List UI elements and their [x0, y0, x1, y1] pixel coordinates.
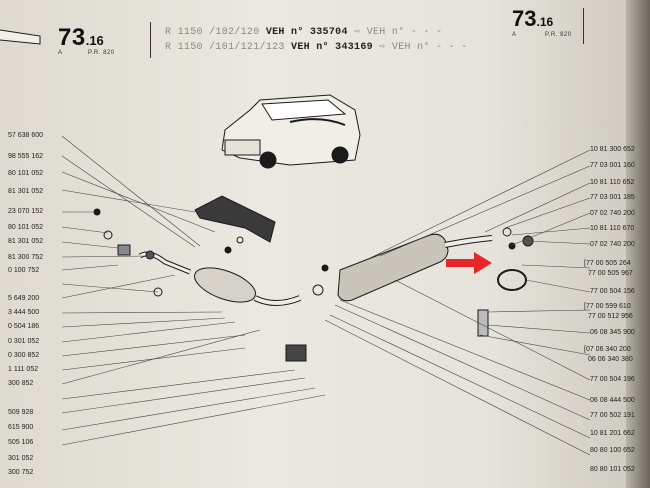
model-1: R 1150 /102/120 — [165, 27, 260, 38]
veh-label-2: VEH n° — [291, 42, 329, 53]
left-part-0: 57 638 600 — [8, 132, 44, 139]
model-2: R 1150 /101/121/123 — [165, 42, 285, 53]
left-part-9: 5 649 200 — [8, 295, 40, 302]
model-line-2: R 1150 /101/121/123 VEH n° 343169 ⇨ VEH … — [165, 41, 468, 53]
red-arrow-icon — [446, 252, 492, 274]
front-silencer — [194, 267, 256, 303]
left-part-2: 80 101 052 — [8, 170, 44, 177]
right-part-15: 77 00 504 196 — [590, 376, 635, 383]
right-part-19: 80 80 100 652 — [590, 447, 635, 454]
left-part-1: 98 555 162 — [8, 153, 44, 160]
page-ref-right: 73.16 — [512, 6, 553, 32]
left-part-4: 23 070 152 — [8, 208, 44, 215]
veh-num-2: 343169 — [335, 42, 373, 53]
right-part-0: 10 81 300 652 — [590, 146, 635, 153]
left-part-13: 0 300 852 — [8, 352, 40, 359]
left-part-17: 615 900 — [8, 424, 34, 431]
ref-right-main: 73 — [512, 6, 537, 31]
right-part-1: 77 03 001 160 — [590, 162, 635, 169]
right-part-9: 77 00 504 156 — [590, 288, 635, 295]
left-part-7: 81 300 752 — [8, 254, 44, 261]
right-part-18: 10 81 201 662 — [590, 430, 635, 437]
right-part-6: 07 02 740 200 — [590, 241, 635, 248]
right-part-2: 10 81 110 652 — [590, 179, 635, 186]
rear-silencer — [337, 233, 449, 302]
car-illustration — [221, 94, 361, 169]
heat-shield — [194, 195, 276, 243]
veh-after-2: ⇨ VEH n° - - - — [379, 42, 468, 53]
model-line-1: R 1150 /102/120 VEH n° 335704 ⇨ VEH n° -… — [165, 26, 442, 38]
clamp-ring — [497, 269, 527, 291]
right-part-3: 77 03 001 185 — [590, 194, 635, 201]
pipe-fragment-topleft — [0, 29, 41, 45]
veh-label-1: VEH n° — [265, 27, 304, 38]
right-part-20: 80 80 101 052 — [590, 466, 635, 473]
page-ref-left: 73.16 — [58, 24, 104, 52]
right-part-7: [77 00 505 264 — [584, 260, 631, 267]
left-part-12: 0 301 052 — [8, 338, 40, 345]
ref-right-pr: P.R. 820 — [545, 32, 572, 38]
header-divider-right — [583, 8, 584, 44]
left-part-14: 1 111 052 — [8, 366, 39, 373]
left-part-16: 509 928 — [8, 409, 34, 416]
book-binding-shadow — [626, 0, 650, 488]
left-part-18: 505 106 — [8, 439, 34, 446]
left-part-15: 300 852 — [8, 380, 34, 387]
left-part-10: 3 444 500 — [8, 309, 40, 316]
right-part-17: 77 00 502 191 — [590, 412, 635, 419]
left-part-11: 0 504 186 — [8, 323, 40, 330]
left-part-20: 300 752 — [8, 469, 34, 476]
right-part-5: 10 81 110 670 — [590, 225, 635, 232]
right-part-13: [07 06 340 200 — [584, 346, 631, 353]
ref-left-main: 73 — [58, 24, 86, 51]
right-part-11: 77 00 512 956 — [588, 313, 633, 320]
ref-left-pr: P.R. 820 — [88, 50, 115, 56]
left-part-6: 81 301 052 — [8, 238, 44, 245]
left-part-3: 81 301 052 — [8, 188, 44, 195]
left-part-8: 0 100 752 — [8, 267, 40, 274]
ref-left-sub: .16 — [85, 33, 104, 48]
veh-after-1: ⇨ VEH n° - - - — [354, 27, 443, 38]
right-part-14: 06 06 340 380 — [588, 356, 633, 363]
ref-right-letter: A — [512, 32, 517, 38]
veh-num-1: 335704 — [309, 27, 348, 38]
right-part-4: 07 02 740 200 — [590, 210, 635, 217]
ref-left-letter: A — [58, 50, 63, 56]
right-part-12: 06 08 345 900 — [590, 329, 635, 336]
right-part-10: [77 00 599 610 — [584, 303, 631, 310]
header-divider — [150, 22, 151, 58]
right-part-16: 06 08 444 500 — [590, 397, 635, 404]
left-part-19: 301 052 — [8, 455, 34, 462]
right-part-8: 77 00 505 967 — [588, 270, 633, 277]
ref-right-sub: .16 — [536, 15, 554, 29]
left-part-5: 80 101 052 — [8, 224, 44, 231]
